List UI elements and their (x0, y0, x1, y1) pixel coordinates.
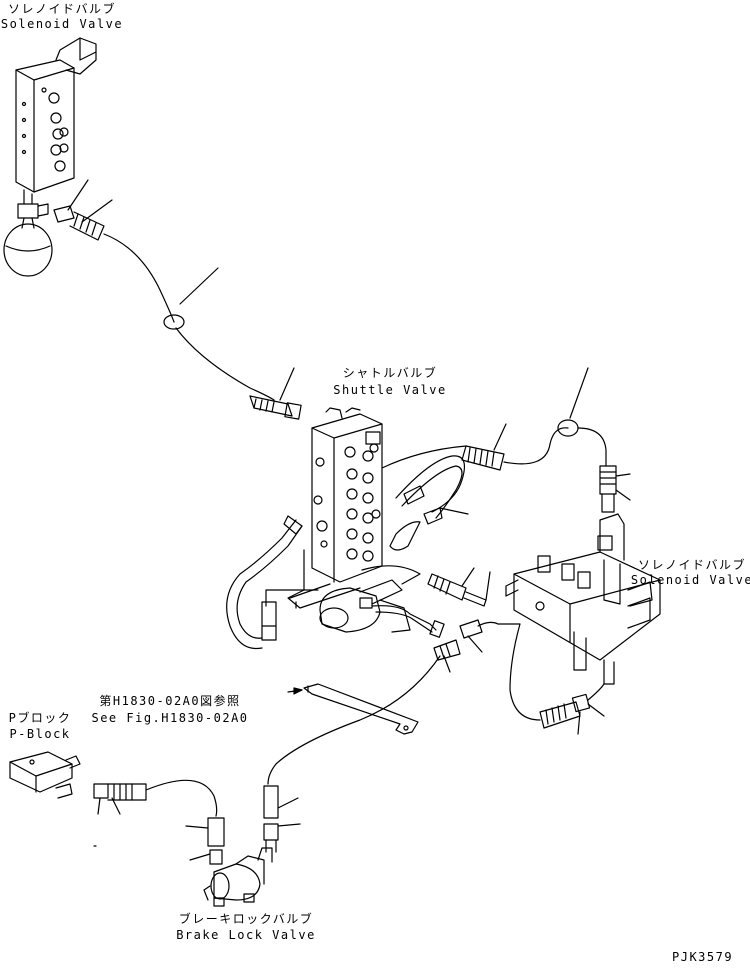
leader-line (265, 589, 319, 607)
leader-line (81, 199, 113, 223)
figure-reference-label-en: See Fig.H1830-02A0 (91, 711, 249, 725)
arrow-head (293, 687, 303, 695)
p-block (9, 751, 81, 799)
hose-bracket (303, 683, 419, 735)
wire-harness (361, 565, 445, 638)
hose-shuttle-right (381, 419, 617, 513)
solenoid-valve-top-left (3, 37, 97, 277)
leader-line (185, 825, 209, 829)
solenoid-valve-top-label-en: Solenoid Valve (0, 17, 124, 31)
leader-line (615, 473, 631, 477)
hose-top-left (53, 205, 302, 420)
shuttle-valve-label-jp: シャトルバルブ (342, 366, 438, 380)
solenoid-valve-top-label-jp: ソレノイドバルブ (7, 2, 117, 16)
shuttle-valve (311, 407, 383, 583)
leader-line (461, 567, 475, 587)
leader-line (569, 367, 589, 419)
leader-line (277, 823, 301, 827)
leader-line (493, 423, 507, 451)
hose-right-lower (497, 623, 605, 729)
figure-reference-label-jp: 第H1830-02A0図参照 (99, 694, 241, 708)
hose-long (263, 655, 441, 853)
leader-line (577, 711, 581, 735)
leader-line (97, 797, 101, 815)
leader-line (467, 635, 483, 653)
leader-line (439, 507, 469, 515)
leader-line (443, 655, 451, 673)
leader-line (615, 489, 631, 501)
mounting-bracket (287, 549, 411, 633)
fittings-center (427, 573, 499, 661)
leader-line (189, 853, 211, 861)
hose-left-loop (226, 515, 303, 650)
drawing-number: PJK3579 (672, 950, 734, 964)
leader-line (67, 179, 89, 211)
leader-line (587, 703, 605, 717)
leader-line (277, 797, 299, 809)
leader-line (179, 267, 219, 305)
solenoid-valve-right-label-en: Solenoid Valve (630, 573, 750, 587)
brake-lock-valve-label-jp: ブレーキロックバルブ (178, 912, 314, 926)
hose-p-block (93, 779, 225, 865)
p-block-label-en: P-Block (9, 727, 71, 741)
solenoid-valve-right-label-jp: ソレノイドバルブ (637, 558, 747, 572)
hose-shuttle-loop (389, 455, 465, 551)
shuttle-valve-label-en: Shuttle Valve (333, 383, 447, 397)
leader-line (485, 571, 491, 601)
p-block-label-jp: Pブロック (8, 711, 72, 725)
leader-line (111, 797, 121, 815)
solenoid-valve-right (505, 513, 661, 685)
leader-line (279, 367, 295, 401)
brake-lock-valve (203, 847, 273, 907)
brake-lock-valve-label-en: Brake Lock Valve (176, 928, 316, 942)
